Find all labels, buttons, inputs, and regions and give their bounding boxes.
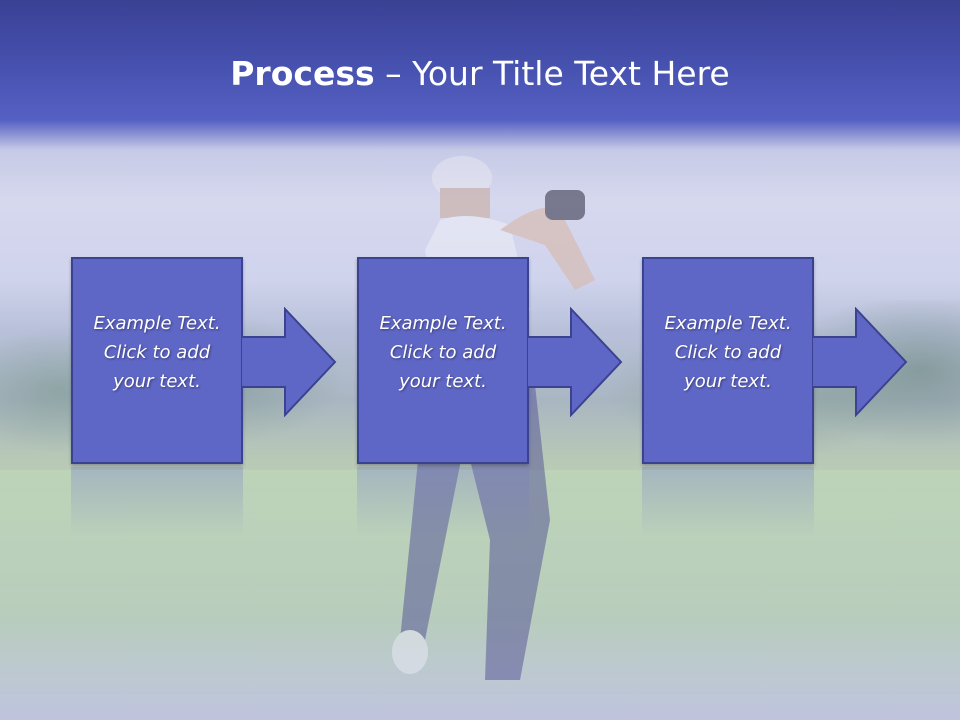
- slide-title[interactable]: Process – Your Title Text Here: [0, 52, 960, 96]
- step-box: [71, 257, 243, 464]
- step-label: Example Text. Click to add your text.: [664, 313, 792, 392]
- arrow-right-icon: [812, 307, 908, 417]
- step-reflection: [357, 467, 529, 537]
- arrow-right-icon: [241, 307, 337, 417]
- title-bold: Process: [230, 54, 375, 93]
- step-reflection: [642, 467, 814, 537]
- step-box: [642, 257, 814, 464]
- title-rest: – Your Title Text Here: [374, 54, 730, 93]
- step-label: Example Text. Click to add your text.: [93, 313, 221, 392]
- step-box: [357, 257, 529, 464]
- background-fairway: [0, 470, 960, 720]
- step-reflection: [71, 467, 243, 537]
- step-label: Example Text. Click to add your text.: [379, 313, 507, 392]
- arrow-right-icon: [527, 307, 623, 417]
